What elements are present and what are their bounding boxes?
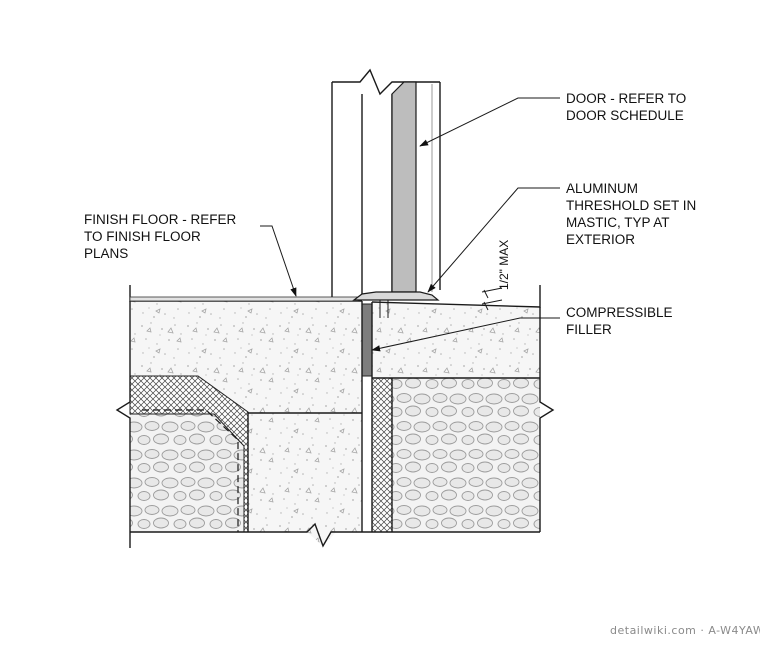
joint-insulation: [371, 377, 393, 533]
compressible-filler-strip: [361, 303, 373, 377]
dimension-ticks: [481, 287, 503, 311]
label-threshold: ALUMINUM THRESHOLD SET IN MASTIC, TYP AT…: [566, 181, 700, 247]
gravel-exterior: [392, 378, 540, 532]
dimension-label: 1/2" MAX: [497, 240, 511, 290]
gravel-interior-left: [130, 412, 248, 532]
door-leaf: [391, 81, 417, 293]
concrete-grade-beam: [248, 413, 362, 546]
credit-text: detailwiki.com · A-W4YAW: [610, 624, 760, 637]
label-door: DOOR - REFER TO DOOR SCHEDULE: [566, 91, 690, 123]
aluminum-threshold: [352, 291, 440, 301]
label-finish-floor: FINISH FLOOR - REFER TO FINISH FLOOR PLA…: [84, 212, 240, 261]
leader-lines: [260, 97, 560, 352]
finish-floor-layer: [129, 296, 359, 302]
label-compressible-filler: COMPRESSIBLE FILLER: [566, 305, 676, 337]
threshold-anchors: [379, 300, 389, 318]
door-frame: [331, 68, 441, 297]
concrete-slab-exterior: [372, 302, 540, 378]
